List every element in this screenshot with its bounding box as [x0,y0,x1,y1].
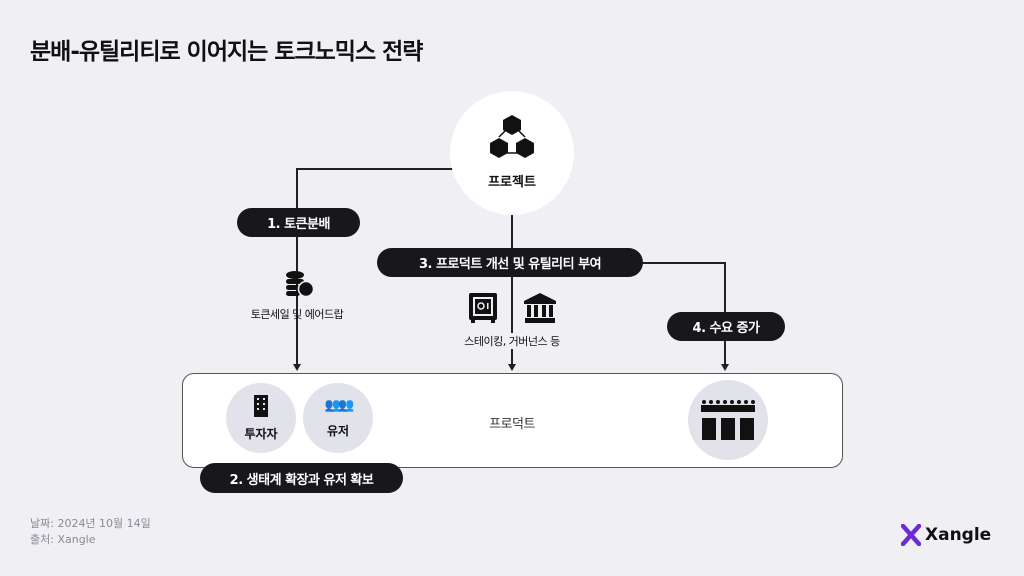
user-node: 👥👥 유저 [303,383,373,453]
product-label: 프로덕트 [489,417,535,432]
logo-text: Xangle [925,525,992,545]
safe-icon [469,293,497,323]
crowd-icon [701,400,755,412]
people-icon: 👥👥 [324,397,354,413]
blockchain-cubes-icon [490,114,534,158]
investor-node: 투자자 [226,383,296,453]
step-2-pill: 2. 생태계 확장과 유저 확보 [200,463,403,493]
step-3-pill: 3. 프로덕트 개선 및 유틸리티 부여 [377,248,643,277]
demand-node [688,380,768,460]
bank-icon [524,293,556,323]
buildings-icon [702,418,754,440]
date-text: 날짜: 2024년 10월 14일 [30,517,151,530]
token-sale-label: 토큰세일 및 에어드랍 [250,308,344,321]
connector-line [511,214,513,364]
step-1-pill: 1. 토큰분배 [237,208,360,237]
xangle-logo: Xangle [901,524,991,546]
xangle-logo-icon [901,524,921,546]
arrow-down-icon [293,364,301,371]
arrow-down-icon [508,364,516,371]
page-title: 분배-유틸리티로 이어지는 토크노믹스 전략 [30,39,423,65]
source-text: 출처: Xangle [30,533,96,546]
user-label: 유저 [326,423,350,438]
investor-label: 투자자 [244,426,278,441]
coins-icon [286,271,314,298]
utility-label: 스테이킹, 거버넌스 등 [461,333,563,349]
project-node: 프로젝트 [450,91,574,215]
building-icon [254,394,268,417]
connector-line [640,262,726,264]
project-label: 프로젝트 [488,174,536,190]
connector-line [296,168,298,364]
arrow-down-icon [721,364,729,371]
connector-line [297,168,457,170]
step-4-pill: 4. 수요 증가 [667,312,785,341]
